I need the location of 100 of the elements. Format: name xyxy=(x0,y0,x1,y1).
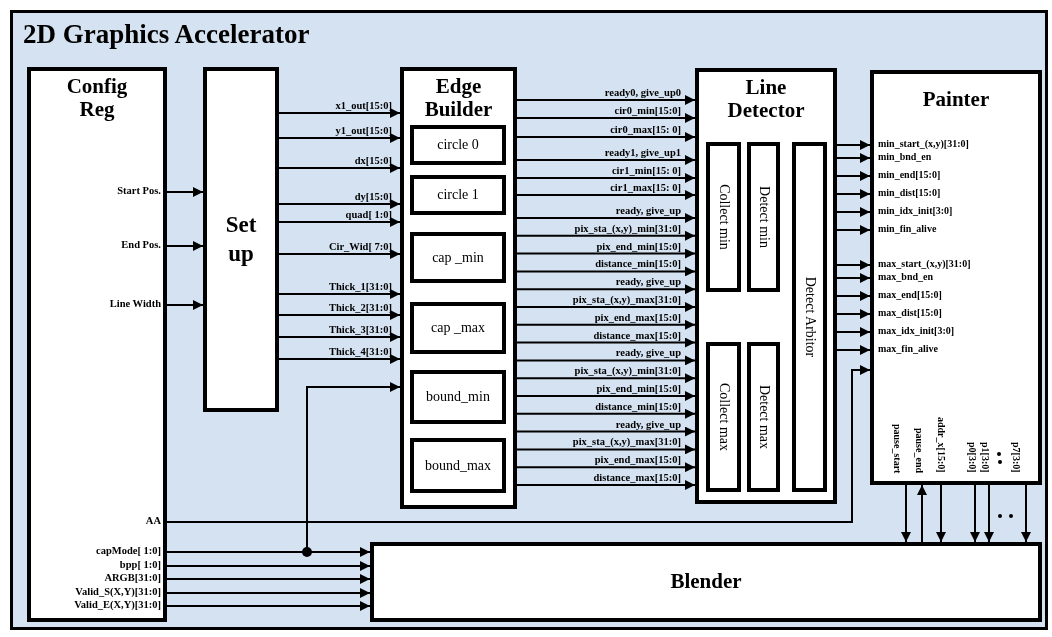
signal-label: min_dist[15:0] xyxy=(878,187,941,199)
signal-label: pix_end_max[15:0] xyxy=(594,311,681,324)
signal-label: ready1, give_up1 xyxy=(604,147,681,159)
signal-label: min_end[15:0] xyxy=(878,169,941,181)
module-block xyxy=(203,67,279,412)
signal-arrow xyxy=(516,132,696,142)
signal-arrow xyxy=(166,561,371,571)
signal-label: pix_end_max[15:0] xyxy=(594,454,681,467)
signal-arrow xyxy=(836,309,871,319)
signal-arrow xyxy=(516,408,696,419)
signal-label: ready, give_up xyxy=(615,276,681,289)
block-label: cap _max xyxy=(431,318,485,337)
signal-arrow xyxy=(516,355,696,366)
submodule-block xyxy=(706,142,741,292)
signal-arrow xyxy=(516,230,696,241)
signal-label: max_bnd_en xyxy=(878,271,933,283)
signal-label: min_start_(x,y)[31:0] xyxy=(878,138,969,150)
signal-label: pause_start xyxy=(892,423,903,473)
block-label: circle 1 xyxy=(437,185,479,204)
signal-arrow xyxy=(836,327,871,337)
signal-label: pix_end_min[15:0] xyxy=(596,240,681,253)
signal-label: p7[3:0] xyxy=(1011,442,1022,473)
signal-label: cir0_min[15:0] xyxy=(614,105,681,117)
signal-label: Thick_2[31:0] xyxy=(329,302,392,314)
signal-label: ready0, give_up0 xyxy=(604,87,681,99)
signal-arrow xyxy=(836,260,871,270)
submodule-block xyxy=(410,438,506,493)
signal-arrow xyxy=(836,225,871,235)
submodule-block xyxy=(706,342,741,492)
signal-label: p0[3:0] xyxy=(967,442,978,473)
signal-arrow xyxy=(516,266,696,277)
module-block xyxy=(695,68,837,504)
signal-label: distance_max[15:0] xyxy=(593,329,681,342)
signal-arrow xyxy=(278,249,401,259)
signal-arrow xyxy=(516,190,696,200)
signal-label: AA xyxy=(145,515,161,527)
module-block xyxy=(400,67,517,509)
signal-label: max_idx_init[3:0] xyxy=(878,325,955,337)
signal-label: pix_sta_(x,y)_min[31:0] xyxy=(574,365,681,378)
signal-label: dy[15:0] xyxy=(354,191,392,203)
signal-arrow xyxy=(836,140,871,150)
signal-arrow xyxy=(278,354,401,364)
submodule-block xyxy=(747,342,780,492)
signal-arrow xyxy=(516,155,696,165)
submodule-block xyxy=(747,142,780,292)
signal-arrow xyxy=(278,310,401,320)
signal-arrow xyxy=(516,284,696,295)
signal-label: bpp[ 1:0] xyxy=(119,559,161,571)
signal-arrow xyxy=(516,173,696,183)
signal-label: x1_out[15:0] xyxy=(335,100,392,112)
signal-arrow xyxy=(278,289,401,299)
signal-label: max_end[15:0] xyxy=(878,289,942,301)
signal-arrow xyxy=(166,365,871,523)
submodule-block xyxy=(410,370,506,424)
submodule-block xyxy=(410,302,506,354)
signal-label: cir1_min[15: 0] xyxy=(611,165,681,177)
signal-label: y1_out[15:0] xyxy=(335,125,392,137)
signal-label: ready, give_up xyxy=(615,418,681,431)
block-label: bound_max xyxy=(424,456,492,475)
signal-arrow xyxy=(166,574,371,584)
signal-arrow xyxy=(516,113,696,123)
signal-label: pix_sta_(x,y)_max[31:0] xyxy=(572,436,681,449)
signal-label: ARGB[31:0] xyxy=(104,572,161,584)
signal-arrow xyxy=(516,95,696,105)
block-label: cap _min xyxy=(432,248,484,267)
signal-label: max_dist[15:0] xyxy=(878,307,942,319)
submodule-block xyxy=(792,142,827,492)
signal-arrow xyxy=(516,373,696,384)
signal-arrow xyxy=(901,484,911,543)
module-block xyxy=(870,70,1042,485)
block-label: Collect min xyxy=(716,184,731,250)
signal-arrow xyxy=(917,484,927,543)
signal-arrow xyxy=(166,241,204,251)
signal-label: capMode[ 1:0] xyxy=(95,545,161,557)
signal-arrow xyxy=(166,601,371,611)
signal-arrow xyxy=(836,207,871,217)
block-label: Collect max xyxy=(716,383,731,451)
signal-arrow xyxy=(1021,484,1031,543)
signal-label: Cir_Wid[ 7:0] xyxy=(328,241,392,253)
block-title: Painter xyxy=(921,88,991,112)
signal-label: min_fin_alive xyxy=(878,223,937,235)
signal-label: distance_max[15:0] xyxy=(593,472,681,484)
signal-arrow xyxy=(278,332,401,342)
signal-arrow xyxy=(516,444,696,455)
signal-arrow xyxy=(984,484,994,543)
block-label: circle 0 xyxy=(437,135,479,154)
signal-arrow xyxy=(278,108,401,118)
block-title: Blender xyxy=(670,568,742,596)
signal-arrow xyxy=(516,302,696,312)
signal-arrow xyxy=(516,480,696,490)
module-block xyxy=(370,542,1042,622)
signal-label: Thick_1[31:0] xyxy=(329,281,392,293)
signal-label: End Pos. xyxy=(121,239,161,251)
signal-label: ready, give_up xyxy=(615,347,681,360)
signal-arrow xyxy=(516,248,696,259)
signal-arrow xyxy=(278,163,401,173)
block-label: Detect min xyxy=(756,186,771,248)
signal-arrow xyxy=(836,273,871,283)
signal-arrow xyxy=(836,153,871,163)
submodule-block xyxy=(410,125,506,165)
